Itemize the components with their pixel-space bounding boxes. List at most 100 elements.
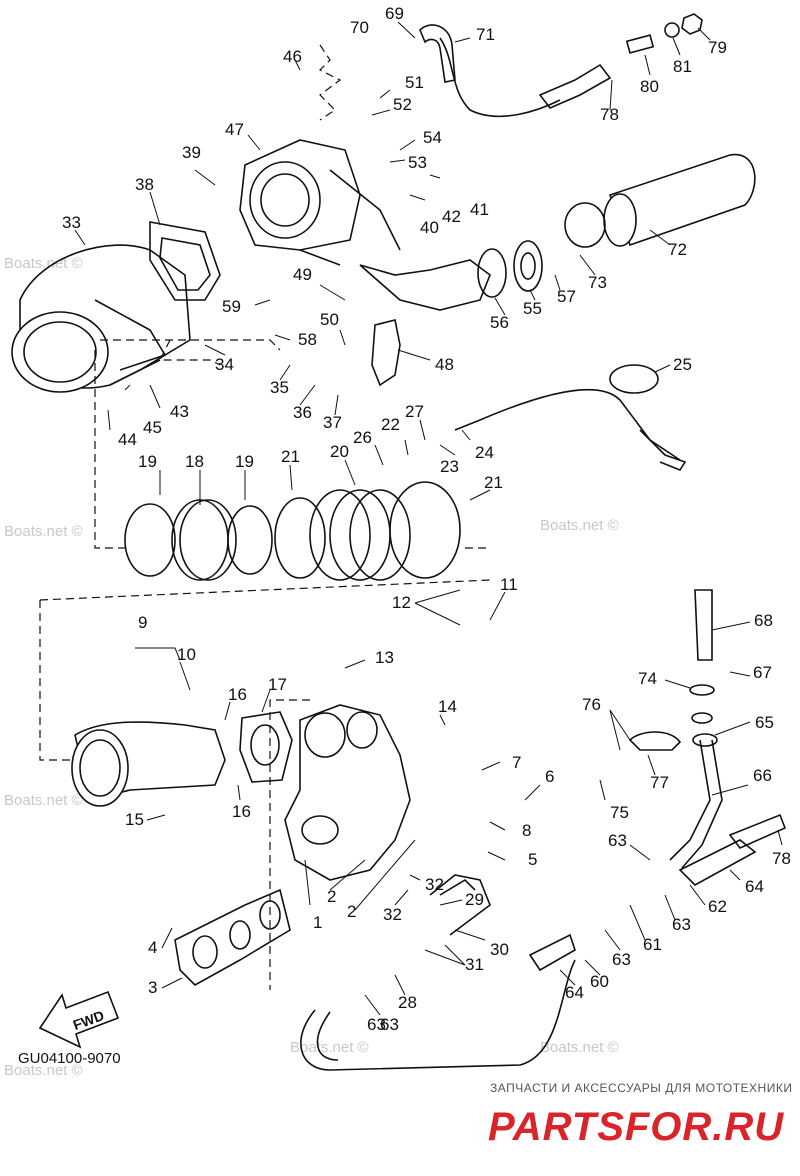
part-label: 26 [353,428,372,447]
washer-74b [691,712,713,724]
part-label: 33 [62,213,81,232]
part-label: 1 [313,913,322,932]
part-label: 9 [138,613,147,632]
manifold-plate-47 [239,139,401,266]
part-label: 46 [283,47,302,66]
watermark: Boats.net © [290,1039,369,1056]
part-label: 58 [298,330,317,349]
part-label: 31 [465,955,484,974]
part-label: 2 [347,902,356,921]
part-label: 79 [708,38,727,57]
manifold-1 [284,704,411,881]
part-label: 14 [438,697,457,716]
part-label: 56 [490,313,509,332]
exhaust-pipe-9 [71,721,226,807]
part-label: 68 [754,611,773,630]
part-label: 17 [268,675,287,694]
part-label: 8 [522,821,531,840]
part-label: 60 [590,972,609,991]
part-label: 54 [423,128,442,147]
hose-62 [678,839,757,886]
part-label: 50 [320,310,339,329]
drain-hose [300,959,576,1071]
part-label: 63 [608,831,627,850]
part-label: 63 [380,1015,399,1034]
part-label: 72 [668,240,687,259]
part-label: 59 [222,297,241,316]
part-label: 10 [177,645,196,664]
lower-part-drawings: FWD [38,589,787,1071]
leader-lines [74,21,783,1016]
part-label: 64 [565,983,584,1002]
brand-tagline: ЗАПЧАСТИ И АКСЕССУАРЫ ДЛЯ МОТОТЕХНИКИ [490,1081,792,1095]
part-label: 51 [405,73,424,92]
part-label: 81 [673,57,692,76]
part-label: 20 [330,442,349,461]
watermark: Boats.net © [4,792,83,809]
part-label: 16 [228,685,247,704]
part-label: 19 [235,452,254,471]
part-label: 71 [476,25,495,44]
part-label: 78 [772,849,791,868]
nut-79 [681,13,703,35]
part-label: 6 [545,767,554,786]
gasket-56 [477,248,507,298]
part-label: 43 [170,402,189,421]
part-label: 37 [323,413,342,432]
part-label: 38 [135,175,154,194]
clamp-25 [609,364,659,394]
part-label: 21 [484,473,503,492]
part-label: 15 [125,810,144,829]
fwd-arrow: FWD [38,990,120,1049]
part-label: 27 [405,402,424,421]
part-label: 48 [435,355,454,374]
part-label: 61 [643,935,662,954]
part-label: 4 [148,938,157,957]
part-label: 73 [588,273,607,292]
hose-64 [528,933,576,972]
part-label: 23 [440,457,459,476]
watermarks: Boats.net © Boats.net © Boats.net © Boat… [4,255,619,1079]
watermark: Boats.net © [4,1062,83,1079]
clamp-row [124,481,461,581]
part-label: 36 [293,403,312,422]
part-label: 12 [392,593,411,612]
hose-24 [454,388,681,461]
part-label: 21 [281,447,300,466]
part-label: 64 [745,877,764,896]
part-label: 28 [398,993,417,1012]
part-label: 44 [118,430,137,449]
part-label: 11 [500,575,518,594]
part-label: 74 [638,669,657,688]
part-label: 42 [442,207,461,226]
part-drawings [11,13,756,581]
hose-71 [439,37,561,118]
hose-66 [669,739,711,861]
gasket-38 [149,221,221,301]
gasket-3 [174,888,291,986]
washer-74 [689,684,715,696]
reference-lines [39,44,491,990]
part-label: 66 [753,766,772,785]
part-label: 13 [375,648,394,667]
part-label: 78 [600,105,619,124]
pipe-72-end [538,63,612,109]
part-label: 80 [640,77,659,96]
part-label: 75 [610,803,629,822]
part-label: 2 [327,887,336,906]
part-label: 52 [393,95,412,114]
part-label: 7 [512,753,521,772]
part-label: 24 [475,443,494,462]
part-label: 77 [650,773,669,792]
part-label: 30 [490,940,509,959]
part-label: 53 [408,153,427,172]
part-label: 45 [143,418,162,437]
bracket-48 [359,259,491,311]
part-label: 18 [185,452,204,471]
watermark: Boats.net © [540,517,619,534]
gasket-17 [239,711,293,783]
elbow-69 [419,24,456,83]
exhaust-body-33 [11,244,191,393]
brand-logo: PARTSFOR.RU [488,1105,784,1149]
